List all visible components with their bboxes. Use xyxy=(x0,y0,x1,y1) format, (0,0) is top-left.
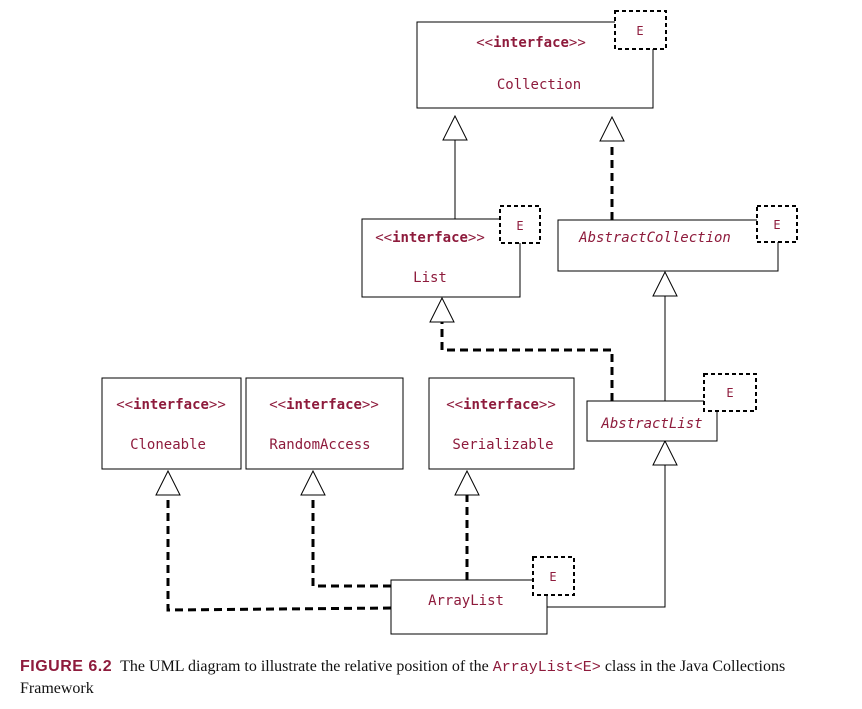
list-stereotype: <<interface>> xyxy=(375,230,485,246)
serializable-stereotype: <<interface>> xyxy=(446,397,556,413)
abstractlist-implements-list-arrowhead xyxy=(429,296,455,323)
class-box-list: <<interface>> List E xyxy=(361,205,541,298)
abstractcollection-name: AbstractCollection xyxy=(578,230,731,246)
arraylist-type-parameter: E xyxy=(549,570,556,584)
collection-stereotype: <<interface>> xyxy=(476,35,586,51)
collection-name: Collection xyxy=(497,77,581,93)
uml-class-diagram: <<interface>> Collection E <<interface>>… xyxy=(101,10,798,635)
class-box-abstractlist: AbstractList E xyxy=(586,373,757,442)
arraylist-type-parameter-box xyxy=(532,556,575,596)
randomaccess-stereotype: <<interface>> xyxy=(269,397,379,413)
arraylist-name: ArrayList xyxy=(428,593,504,609)
figure-label: FIGURE 6.2 xyxy=(20,658,113,675)
arraylist-implements-serializable-arrowhead xyxy=(454,469,480,496)
arraylist-extends-abstractlist-line xyxy=(547,465,666,608)
class-box-arraylist: ArrayList E xyxy=(390,556,575,635)
abstractcollection-implements-collection-arrowhead xyxy=(599,115,625,142)
arraylist-implements-cloneable-line xyxy=(166,495,392,612)
class-box-randomaccess: <<interface>> RandomAccess xyxy=(245,377,404,470)
class-box-abstractcollection: AbstractCollection E xyxy=(557,205,798,272)
collection-type-parameter-box xyxy=(614,10,667,50)
arraylist-implements-cloneable-arrowhead xyxy=(155,469,181,496)
cloneable-stereotype: <<interface>> xyxy=(116,397,226,413)
cloneable-name: Cloneable xyxy=(130,437,206,453)
list-type-parameter: E xyxy=(516,219,523,233)
arraylist-implements-randomaccess-arrowhead xyxy=(300,469,326,496)
arraylist-extends-abstractlist-arrowhead xyxy=(652,439,678,466)
abstractcollection-type-parameter-box xyxy=(756,205,798,243)
connectors xyxy=(155,114,678,612)
abstractlist-name: AbstractList xyxy=(600,416,702,432)
list-name: List xyxy=(413,270,447,286)
list-extends-collection-arrowhead xyxy=(442,114,468,141)
class-box-cloneable: <<interface>> Cloneable xyxy=(101,377,242,470)
caption-text-after: class in the Java Collections Framework xyxy=(20,658,786,697)
caption-text-before: The UML diagram to illustrate the relati… xyxy=(120,658,493,675)
abstractlist-type-parameter-box xyxy=(703,373,757,412)
randomaccess-name: RandomAccess xyxy=(269,437,370,453)
abstractcollection-type-parameter: E xyxy=(773,218,780,232)
abstractlist-type-parameter: E xyxy=(726,386,733,400)
list-type-parameter-box xyxy=(499,205,541,244)
figure-caption: FIGURE 6.2 The UML diagram to illustrate … xyxy=(20,656,855,699)
serializable-name: Serializable xyxy=(452,437,553,453)
class-box-collection: <<interface>> Collection E xyxy=(416,10,667,109)
abstractlist-extends-abstractcollection-arrowhead xyxy=(652,270,678,297)
class-box-serializable: <<interface>> Serializable xyxy=(428,377,575,470)
caption-code: ArrayList<E> xyxy=(492,659,601,676)
arraylist-implements-randomaccess-line xyxy=(311,495,391,588)
collection-type-parameter: E xyxy=(636,24,643,38)
abstractlist-implements-list-line xyxy=(440,322,614,401)
